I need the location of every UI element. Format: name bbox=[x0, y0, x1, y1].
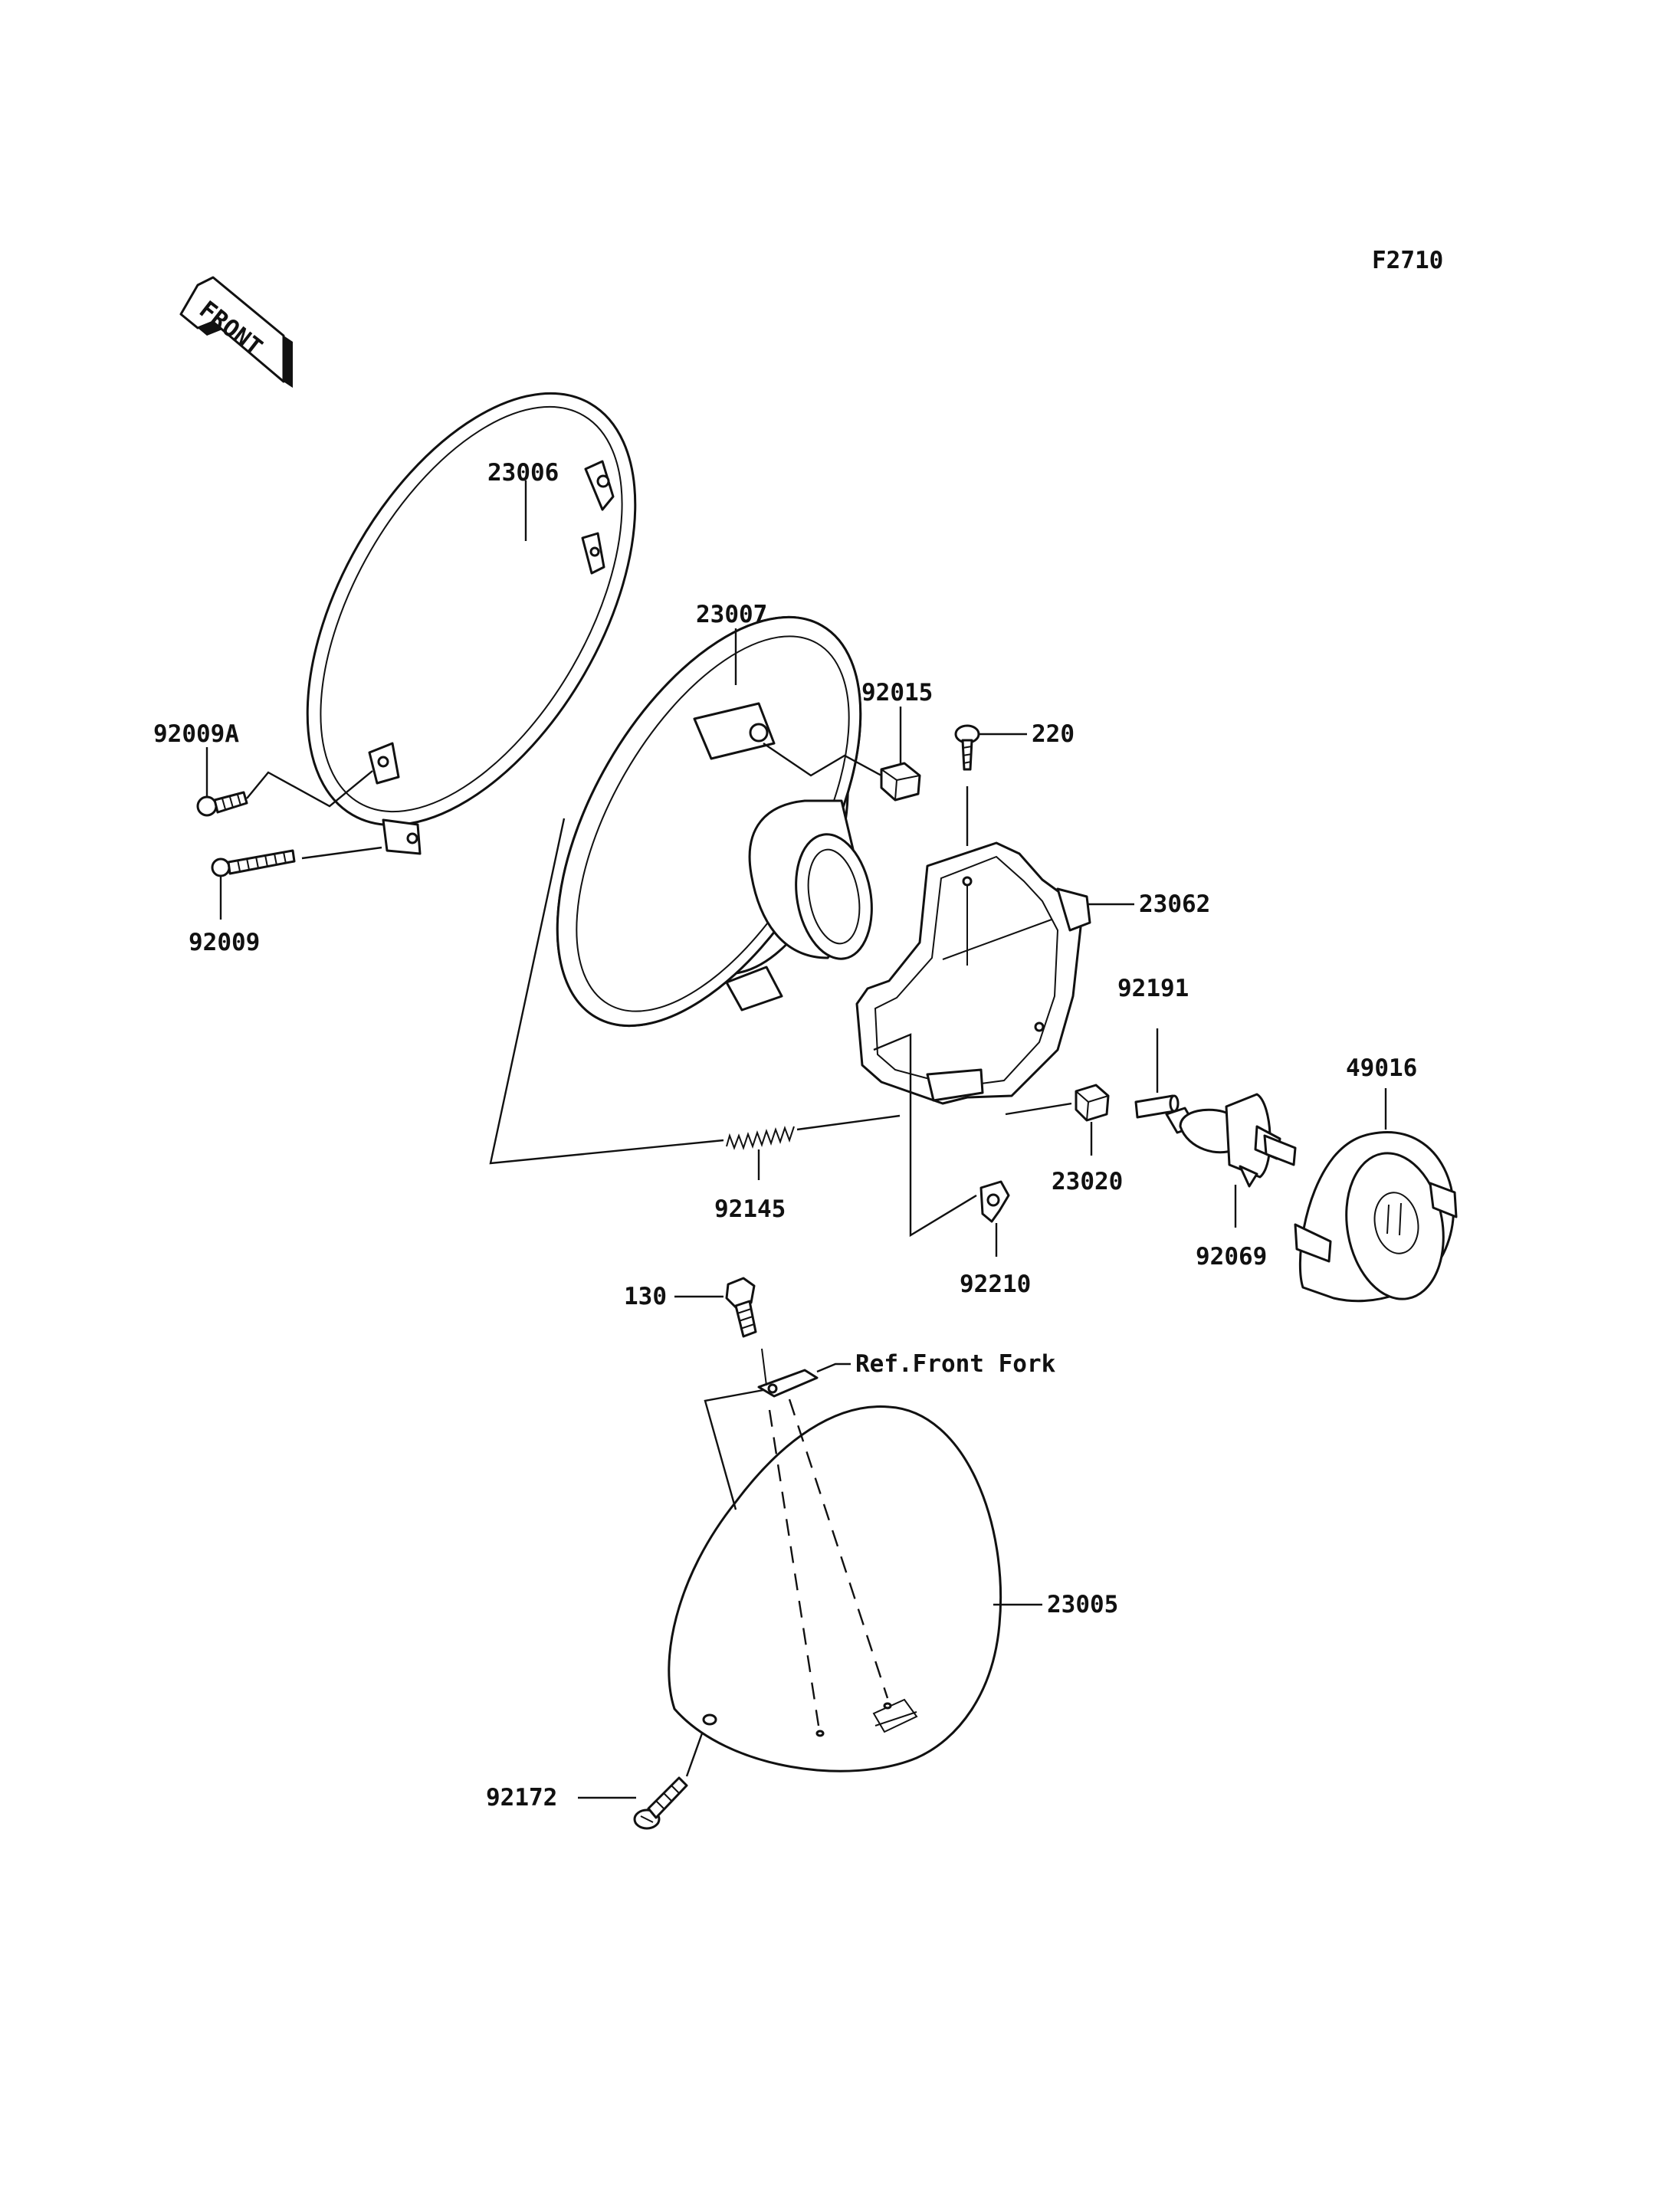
leader-front-fork bbox=[816, 1362, 851, 1373]
leader-92015-b bbox=[763, 743, 882, 777]
leader-23020-b bbox=[1005, 1102, 1072, 1116]
callout-92145: 92145 bbox=[714, 1195, 786, 1223]
clip-92210-part bbox=[979, 1180, 1010, 1223]
dashed-guide-2 bbox=[788, 1399, 889, 1699]
screw-92009-part bbox=[211, 849, 296, 877]
callout-92172: 92172 bbox=[486, 1784, 557, 1812]
spring-92145-part bbox=[726, 1126, 795, 1150]
front-arrow-icon: FRONT bbox=[179, 276, 293, 388]
callout-92210: 92210 bbox=[960, 1271, 1031, 1298]
screw-220-part bbox=[954, 724, 980, 771]
callout-23005: 23005 bbox=[1047, 1591, 1118, 1618]
leader-92210-b bbox=[873, 1033, 977, 1238]
headlight-rim-part bbox=[306, 392, 637, 855]
headlight-housing-part bbox=[668, 1405, 1002, 1772]
leader-92172-b bbox=[685, 1733, 704, 1777]
callout-49016: 49016 bbox=[1346, 1054, 1417, 1082]
dust-cover-49016-part bbox=[1294, 1131, 1458, 1303]
callout-130: 130 bbox=[624, 1283, 667, 1310]
callout-92069: 92069 bbox=[1196, 1243, 1267, 1271]
leader-front-fork-b bbox=[704, 1389, 764, 1510]
leader-92009a-b bbox=[246, 770, 373, 808]
callout-220: 220 bbox=[1032, 720, 1075, 748]
screw-92009a-part bbox=[196, 791, 248, 817]
leader-92009-b bbox=[301, 846, 382, 860]
front-fork-bracket-part bbox=[757, 1348, 819, 1398]
bolt-130-part bbox=[725, 1277, 757, 1338]
callout-92009A: 92009A bbox=[153, 720, 239, 748]
callout-23062: 23062 bbox=[1139, 890, 1210, 918]
figure-code: F2710 bbox=[1372, 247, 1443, 274]
callout-23020: 23020 bbox=[1052, 1168, 1123, 1195]
nut-23020-part bbox=[1075, 1084, 1110, 1122]
headlight-unit-part bbox=[556, 615, 873, 1028]
callout-23007: 23007 bbox=[696, 601, 767, 628]
callout-92009: 92009 bbox=[189, 929, 260, 956]
callout-front-fork: Ref.Front Fork bbox=[855, 1350, 1056, 1378]
bracket-23062-part bbox=[855, 841, 1091, 1105]
nut-92015-part bbox=[880, 762, 921, 802]
leader-92145-c bbox=[489, 818, 724, 1165]
callout-92191: 92191 bbox=[1117, 975, 1189, 1002]
screw-92172-part bbox=[633, 1776, 688, 1830]
leader-92145-b bbox=[796, 1114, 901, 1131]
callout-23006: 23006 bbox=[487, 459, 559, 487]
callout-92015: 92015 bbox=[861, 679, 933, 707]
bulb-92069-part bbox=[1165, 1093, 1297, 1188]
